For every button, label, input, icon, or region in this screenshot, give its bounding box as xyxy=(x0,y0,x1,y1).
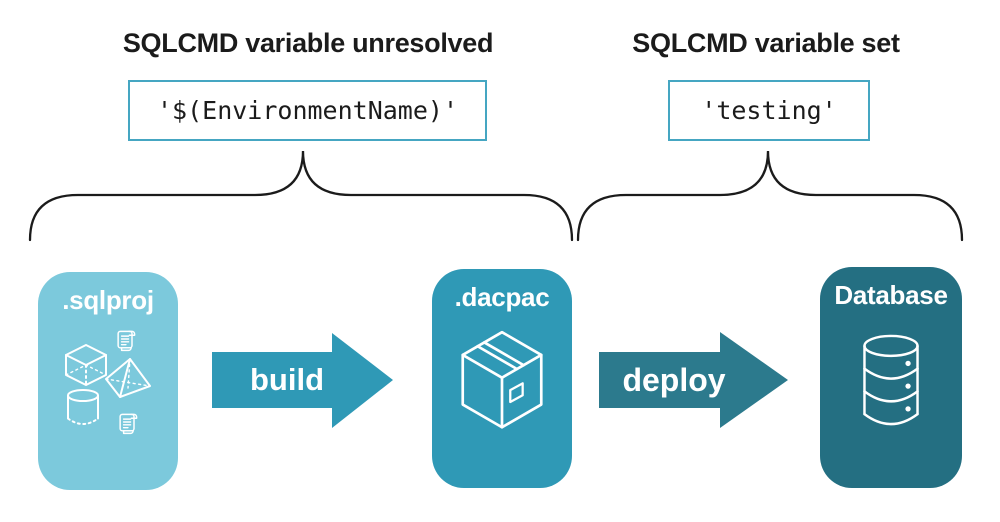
code-box-environment-variable: '$(EnvironmentName)' xyxy=(128,80,487,141)
deploy-arrow-label: deploy xyxy=(622,361,726,398)
package-icon xyxy=(461,330,543,429)
code-box-testing-value: 'testing' xyxy=(668,80,870,141)
database-stage-title: Database xyxy=(834,280,948,310)
pyramid-icon xyxy=(105,358,151,398)
database-stage-card: Database xyxy=(820,267,962,488)
scroll-icon xyxy=(119,413,138,435)
code-testing-value: 'testing' xyxy=(701,96,837,125)
database-cylinder-icon xyxy=(863,334,919,426)
heading-sqlcmd-set: SQLCMD variable set xyxy=(632,28,900,58)
sqlproj-stage-card: .sqlproj xyxy=(38,272,178,490)
cube-icon xyxy=(65,344,107,386)
sqlproj-stage-title: .sqlproj xyxy=(62,285,154,315)
dacpac-stage-card: .dacpac xyxy=(432,269,572,488)
left-curly-brace-icon xyxy=(28,150,574,242)
dacpac-stage-title: .dacpac xyxy=(454,282,550,312)
build-arrow-label: build xyxy=(249,362,325,397)
heading-sqlcmd-unresolved: SQLCMD variable unresolved xyxy=(122,28,494,58)
cylinder-icon xyxy=(67,389,99,425)
scroll-icon xyxy=(117,330,136,352)
code-environment-variable: '$(EnvironmentName)' xyxy=(156,96,459,125)
right-curly-brace-icon xyxy=(576,150,964,242)
